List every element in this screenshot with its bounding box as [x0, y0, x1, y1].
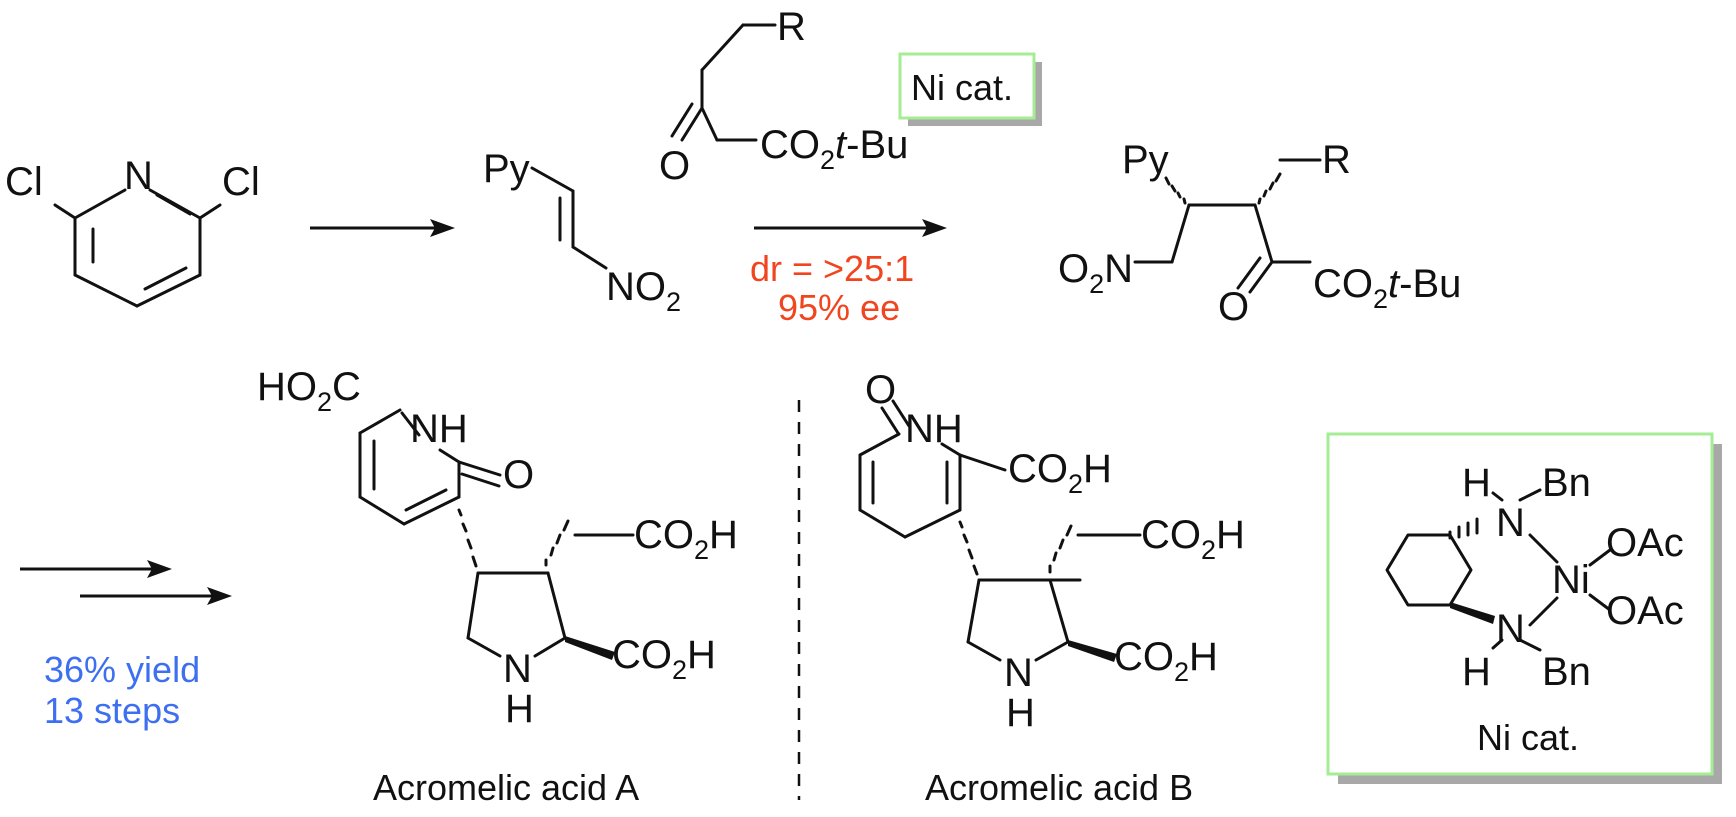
a-pyrrolidine-n-label: N	[503, 647, 532, 691]
steps-text: 13 steps	[44, 690, 180, 731]
a-carbonyl-o-label: O	[503, 453, 534, 497]
a-co2h-top-label: CO2H	[634, 513, 738, 565]
ni-cat-caption: Ni cat.	[1477, 717, 1579, 758]
cat-h-top-label: H	[1462, 461, 1491, 505]
b-ring-co2h-label: CO2H	[1008, 447, 1112, 499]
acromelic-acid-b: O NH CO2H CO2H CO2H N H	[858, 368, 1245, 735]
adduct-r-label: R	[1322, 138, 1351, 182]
nitroalkene: Py NO2	[483, 147, 681, 317]
cat-bn-bottom-label: Bn	[1542, 650, 1591, 694]
cat-h-bottom-label: H	[1462, 650, 1491, 694]
keto-o-label: O	[659, 144, 690, 188]
b-nh-label: NH	[905, 407, 963, 451]
pyridine-n-label: N	[124, 154, 153, 198]
acromelic-acid-a-name: Acromelic acid A	[373, 767, 639, 808]
nitro-label: NO2	[606, 265, 681, 317]
chloro-label-right: Cl	[222, 160, 260, 204]
michael-adduct: Py R O2N O CO2t-Bu	[1058, 138, 1461, 329]
ni-catalyst-box: H Bn N Ni OAc OAc N H Bn Ni cat.	[1326, 432, 1722, 784]
cat-oac-bottom-label: OAc	[1606, 589, 1684, 633]
dr-text: dr = >25:1	[750, 248, 914, 289]
ni-cat-tag-label: Ni cat.	[911, 67, 1013, 108]
b-pyrrolidine-h-label: H	[1006, 691, 1035, 735]
cat-n-top-label: N	[1496, 501, 1525, 545]
cat-n-bottom-label: N	[1496, 607, 1525, 651]
acromelic-acid-b-name: Acromelic acid B	[925, 767, 1193, 808]
b-carbonyl-o-label: O	[865, 368, 896, 412]
acromelic-acid-a: HO2C NH O CO2H CO2H N H	[257, 365, 738, 731]
ee-text: 95% ee	[778, 287, 900, 328]
ni-cat-tag: Ni cat.	[898, 52, 1042, 126]
r-label: R	[777, 5, 806, 49]
chloro-label-left: Cl	[5, 160, 43, 204]
a-pyrrolidine-h-label: H	[505, 687, 534, 731]
b-pyrrolidine-n-label: N	[1004, 651, 1033, 695]
cat-bn-top-label: Bn	[1542, 461, 1591, 505]
adduct-keto-o-label: O	[1218, 285, 1249, 329]
reaction-arrow-2	[754, 219, 947, 237]
b-co2h-bottom-label: CO2H	[1114, 635, 1218, 687]
dichloropyridine: Cl N Cl	[5, 154, 260, 308]
b-co2h-top-label: CO2H	[1141, 513, 1245, 565]
ester-label: CO2t-Bu	[760, 123, 908, 175]
yield-text: 36% yield	[44, 649, 200, 690]
a-nh-label: NH	[410, 407, 468, 451]
reaction-arrow-1	[310, 219, 455, 237]
cat-oac-top-label: OAc	[1606, 521, 1684, 565]
cat-ni-label: Ni	[1552, 558, 1590, 602]
py-label: Py	[483, 147, 530, 191]
multistep-arrows	[20, 560, 232, 605]
a-ho2c-label: HO2C	[257, 365, 361, 417]
adduct-nitro-label: O2N	[1058, 247, 1133, 299]
a-co2h-bottom-label: CO2H	[612, 633, 716, 685]
ketoester: R O CO2t-Bu	[659, 5, 908, 188]
adduct-ester-label: CO2t-Bu	[1313, 262, 1461, 314]
adduct-py-label: Py	[1122, 138, 1169, 182]
